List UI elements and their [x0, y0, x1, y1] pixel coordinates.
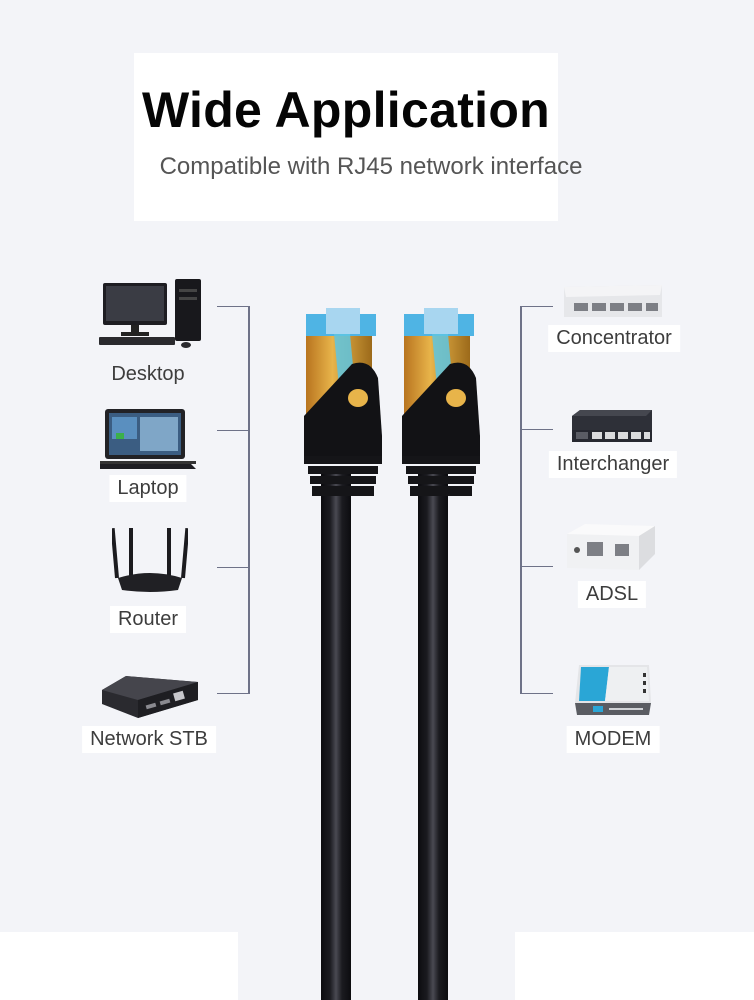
device-label: Concentrator [548, 325, 680, 352]
right-bracket-tick [521, 306, 553, 307]
modem-icon [575, 665, 651, 715]
left-bracket-tick [217, 567, 249, 568]
header-panel: Wide Application Compatible with RJ45 ne… [134, 53, 582, 221]
laptop-icon [100, 409, 196, 469]
device-label: Interchanger [548, 451, 678, 478]
device-label: Laptop [109, 475, 187, 502]
device-label: Network STB [82, 726, 216, 753]
left-bracket-vertical [248, 306, 250, 694]
page-title: Wide Application [141, 82, 551, 138]
cable-left [321, 470, 351, 1000]
device-label: MODEM [566, 726, 660, 753]
desktop-computer-icon [99, 279, 201, 348]
rj45-connector-right-icon [402, 308, 480, 496]
right-bracket-vertical [520, 306, 522, 694]
right-bracket-tick [521, 429, 553, 430]
network-hub-icon [564, 285, 662, 317]
left-bracket-tick [217, 693, 249, 694]
bottom-left-panel [0, 932, 238, 1000]
adsl-splitter-icon [567, 524, 655, 570]
left-bracket-tick [217, 430, 249, 431]
cable-right [418, 470, 448, 1000]
right-bracket-tick [521, 566, 553, 567]
device-label: ADSL [577, 581, 647, 608]
network-switch-icon [572, 410, 652, 442]
right-bracket-tick [521, 693, 553, 694]
router-icon [112, 528, 188, 592]
device-label: Router [109, 606, 187, 633]
set-top-box-icon [102, 676, 198, 718]
left-bracket-tick [217, 306, 249, 307]
page-subtitle: Compatible with RJ45 network interface [159, 153, 583, 180]
bottom-right-panel [515, 932, 754, 1000]
rj45-connector-left-icon [304, 308, 382, 496]
device-label: Desktop [111, 363, 185, 385]
